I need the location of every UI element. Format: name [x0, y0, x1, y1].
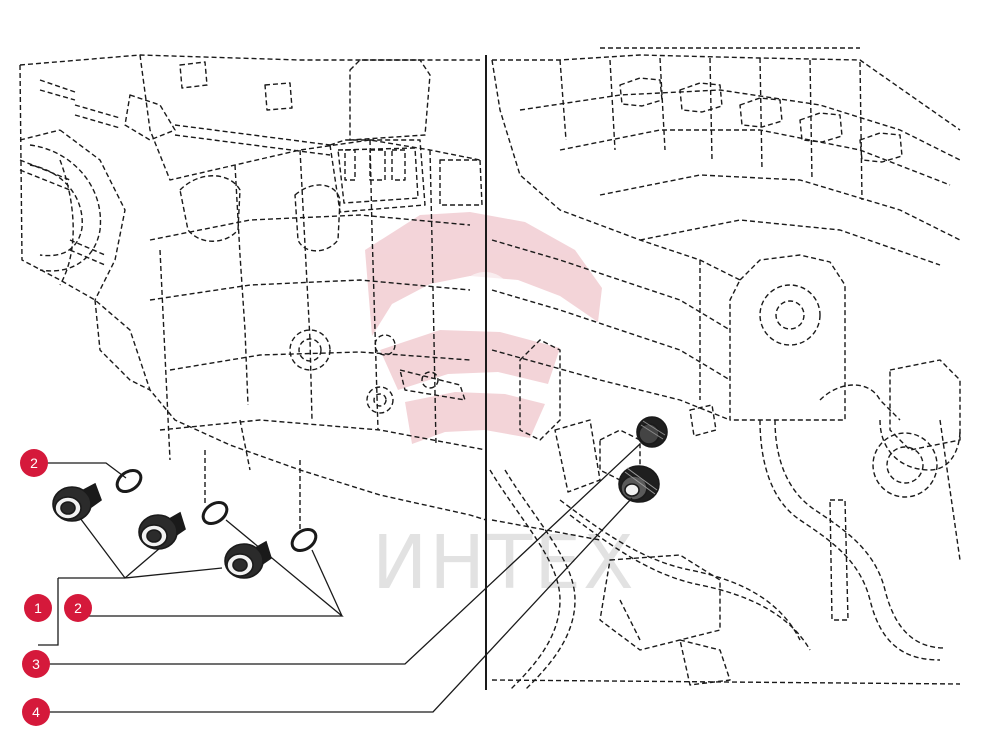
svg-text:4: 4	[32, 704, 40, 720]
leader-2-mid-b	[311, 549, 343, 617]
leader-1-b	[124, 547, 161, 579]
plug-part-3	[636, 416, 668, 448]
engine-head-right-view	[489, 47, 961, 691]
plug-part-4	[618, 465, 660, 503]
watermark-text: ИНТЕХ	[372, 520, 636, 606]
threaded-plug-2	[138, 511, 186, 550]
watermark: ИНТЕХ	[365, 212, 636, 606]
callout-1: 1	[24, 594, 52, 622]
svg-text:3: 3	[32, 656, 40, 672]
callout-4: 4	[22, 698, 50, 726]
svg-text:2: 2	[74, 600, 82, 616]
callout-2-top: 2	[20, 449, 48, 477]
leader-4	[34, 497, 633, 713]
callout-3: 3	[22, 650, 50, 678]
leader-3	[34, 443, 641, 665]
leader-1-d	[38, 578, 59, 646]
svg-text:1: 1	[34, 600, 42, 616]
callout-2-mid: 2	[64, 594, 92, 622]
watermark-logo-icon	[365, 212, 602, 444]
svg-text:2: 2	[30, 455, 38, 471]
sealing-ring-2	[201, 501, 229, 525]
threaded-plug-1	[52, 482, 102, 522]
leader-lines	[34, 443, 641, 713]
engine-block-left-view	[19, 54, 487, 530]
sealing-ring-1	[115, 469, 143, 493]
threaded-plug-3	[224, 540, 272, 579]
sealing-ring-3	[290, 528, 318, 552]
leader-2-top	[34, 462, 127, 479]
